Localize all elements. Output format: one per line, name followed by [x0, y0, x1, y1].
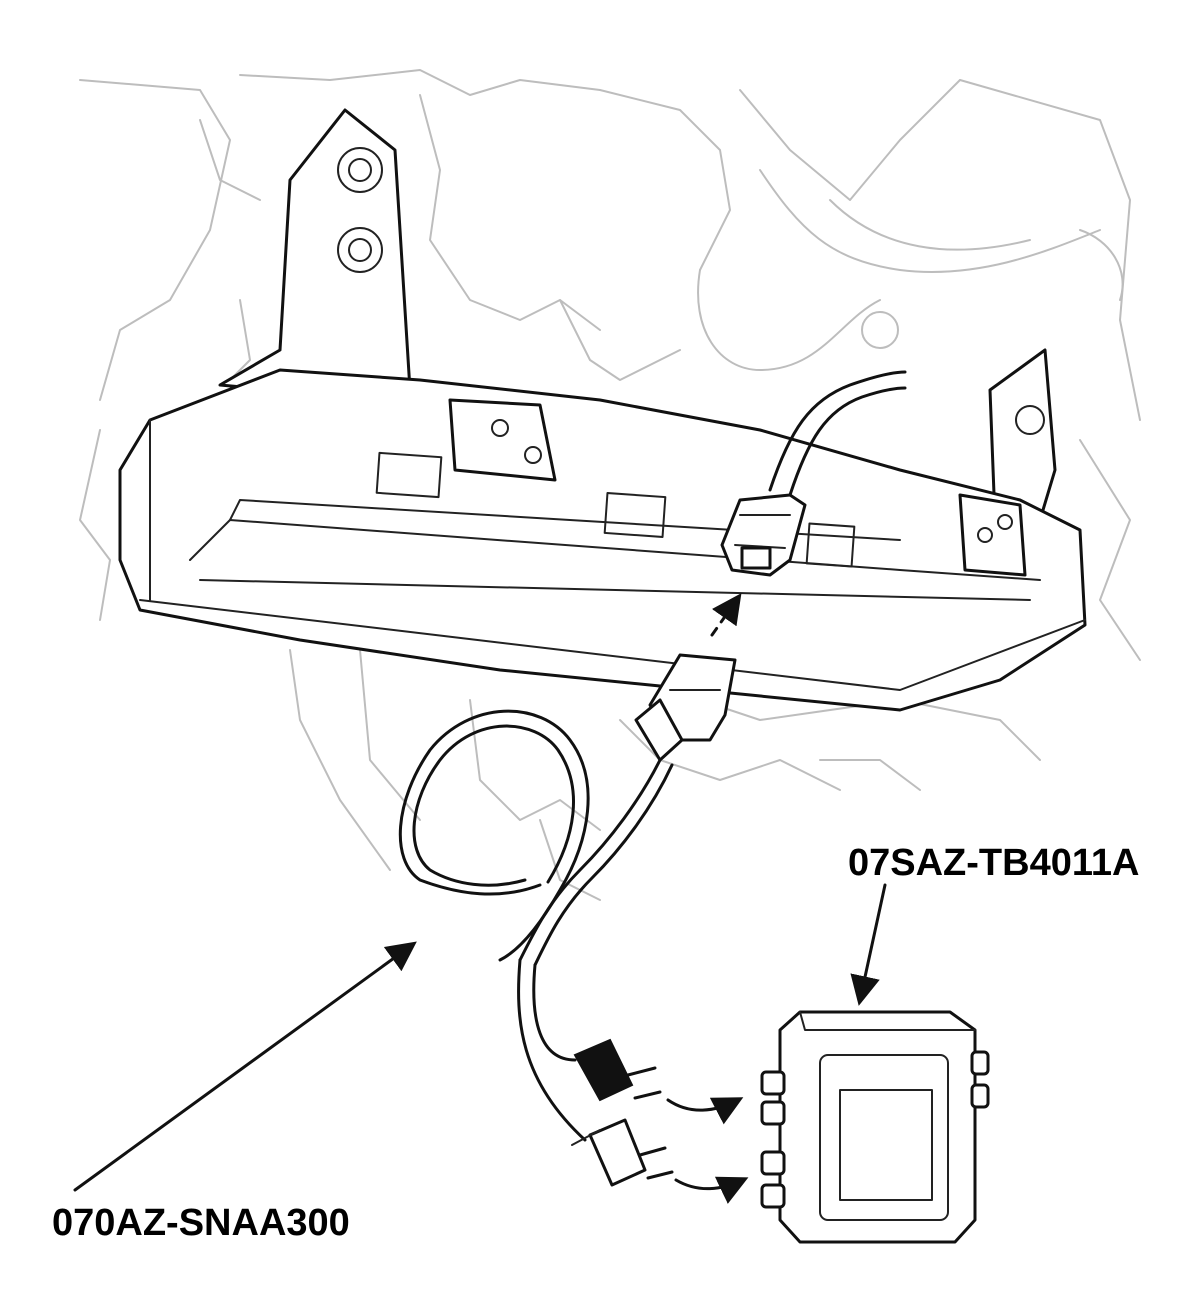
breakout-box-label: 07SAZ-TB4011A — [848, 842, 1139, 884]
leader-lines — [73, 883, 887, 1192]
plug-arrows — [666, 1097, 749, 1204]
background-structure — [79, 69, 1141, 901]
breakout-box — [760, 1010, 990, 1244]
control-unit-housing — [118, 368, 1087, 712]
test-harness — [398, 653, 737, 1187]
harness-label: 070AZ-SNAA300 — [52, 1202, 350, 1244]
connect-arrow-icon — [710, 593, 742, 637]
unit-harness — [720, 370, 907, 577]
